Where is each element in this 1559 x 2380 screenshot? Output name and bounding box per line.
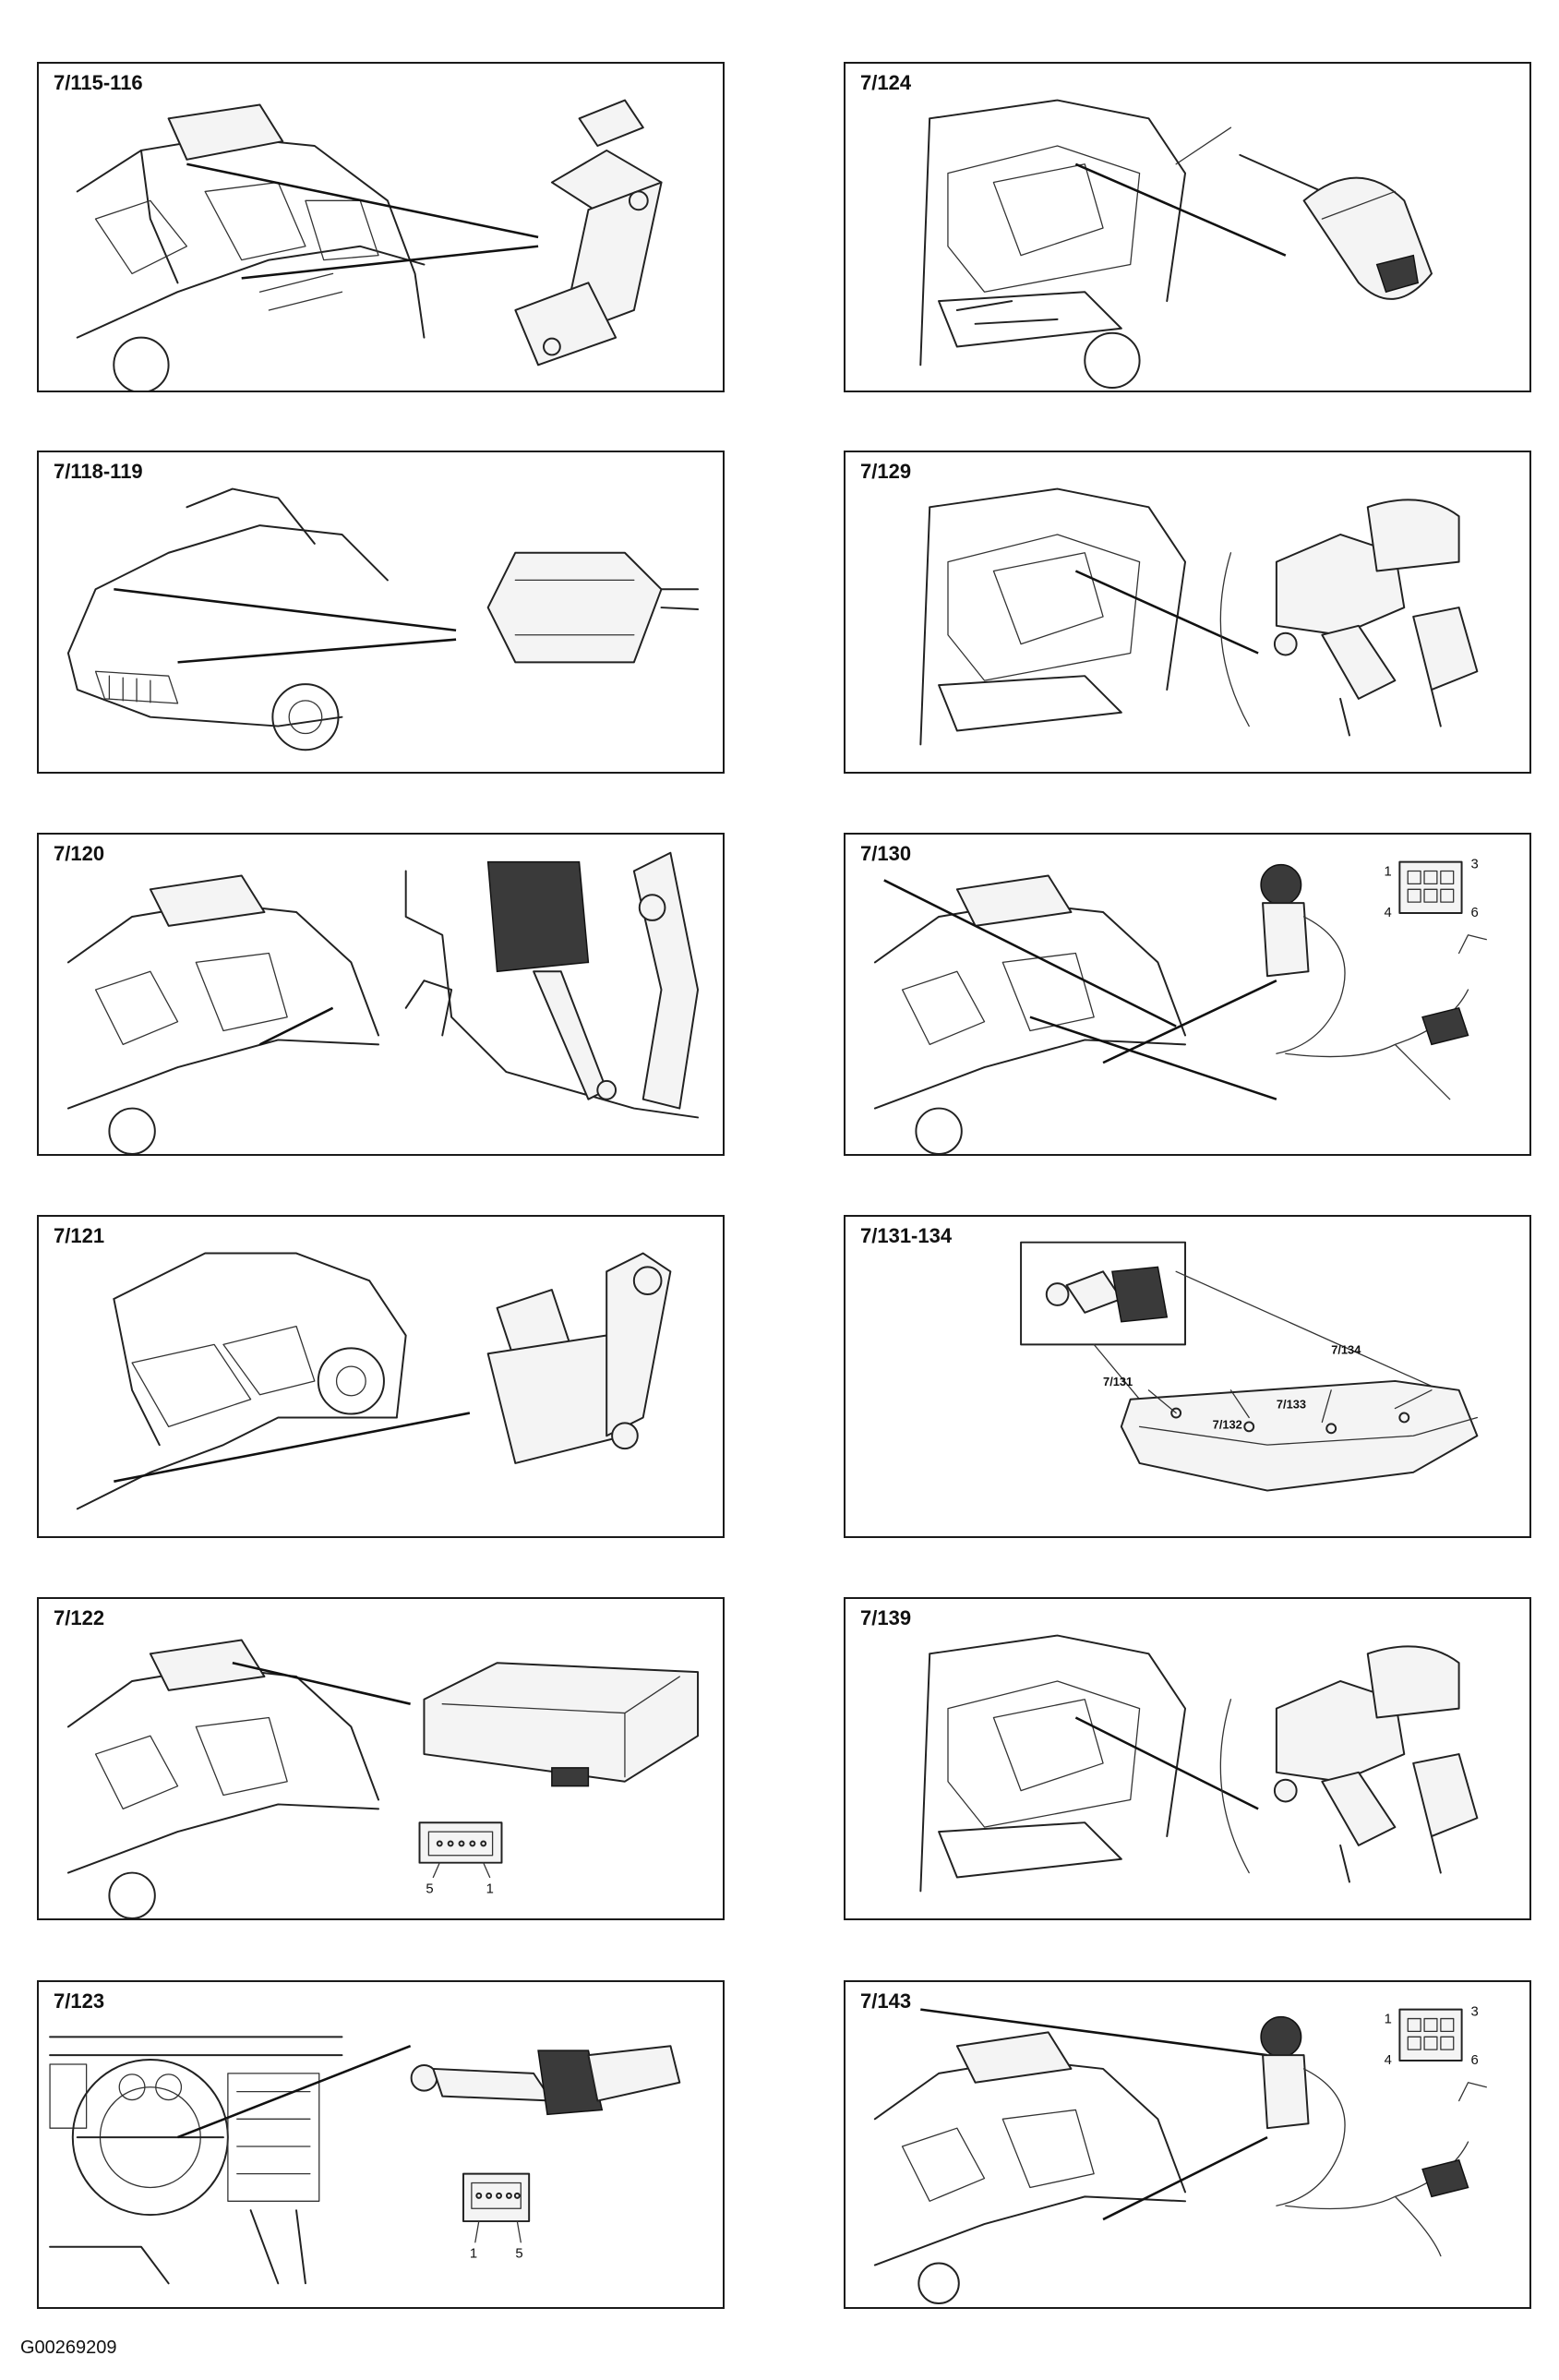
diagram-panel-7-120: 7/120 [37,833,725,1156]
brake-master-cylinder-icon [1219,499,1479,737]
parking-sensor-icon [1045,1266,1169,1323]
panel-label: 7/130 [858,842,914,866]
rear-bumper-icon [1120,1379,1479,1492]
car-front-module-illustration [66,487,700,751]
pin-label: 6 [1471,2053,1479,2068]
engine-bay-brake-illustration [919,487,1479,746]
pin-label: 1 [486,1881,494,1896]
sensor-callout: 7/134 [1331,1342,1361,1356]
pin-label: 3 [1471,2005,1479,2020]
panel-label: 7/129 [858,460,914,484]
pin-label: 3 [1470,858,1478,872]
control-module-icon [423,1662,700,1787]
car-interior-sensor-illustration [76,99,663,391]
pin-label: 5 [426,1881,433,1896]
pin-label: 4 [1385,906,1392,920]
dashboard-steering-sensor-illustration: 1 5 [49,2036,681,2285]
sensor-callout: 7/131 [1103,1375,1133,1388]
diagram-panel-7-143: 7/143 1 3 4 6 [844,1980,1531,2309]
panel-label: 7/122 [52,1606,107,1630]
sensor-callout: 7/133 [1277,1398,1306,1412]
diagram-panel-7-118-119: 7/118-119 [37,451,725,774]
sensor-callout: 7/132 [1213,1417,1242,1431]
connector-6-pin-icon: 1 3 4 6 [1385,858,1479,920]
panel-label: 7/118-119 [52,460,145,484]
diagram-panel-7-139: 7/139 [844,1597,1531,1920]
sensor-part-icon [514,99,663,367]
panel-label: 7/143 [858,1989,914,2013]
connector-5-pin-icon: 5 1 [418,1821,503,1896]
fuel-pump-icon [1260,863,1487,1100]
engine-bay-brake-illustration [919,1634,1479,1893]
figure-code: G00269209 [20,2338,117,2358]
panel-label: 7/123 [52,1989,107,2013]
panel-label: 7/121 [52,1224,107,1248]
panel-label: 7/115-116 [52,71,145,95]
pin-label: 1 [470,2247,477,2262]
car-fuel-pump-illustration: 1 3 4 6 [873,2005,1487,2305]
engine-bay-sensor-illustration [919,99,1433,390]
diagram-panel-7-121: 7/121 [37,1215,725,1538]
pressure-sensor-icon [1239,153,1433,300]
panel-label: 7/120 [52,842,107,866]
panel-label: 7/139 [858,1606,914,1630]
pin-label: 5 [515,2247,522,2262]
pin-label: 1 [1385,864,1392,879]
car-fuel-pump-illustration: 1 3 4 6 [873,858,1487,1154]
rear-level-sensor-icon [486,1252,672,1464]
connector-5-pin-icon: 1 5 [462,2172,531,2262]
car-rear-level-sensor-illustration [76,1252,672,1510]
brake-master-cylinder-icon [1219,1645,1479,1883]
car-module-connector-illustration: 5 1 [66,1639,700,1918]
connector-6-pin-icon: 1 3 4 6 [1385,2005,1479,2068]
rear-bumper-sensors-illustration: 7/131 7/132 7/133 7/134 [1020,1241,1479,1492]
level-sensor-icon [486,851,700,1110]
control-module-icon [486,551,700,664]
diagram-panel-7-124: 7/124 [844,62,1531,392]
diagram-panel-7-129: 7/129 [844,451,1531,774]
diagram-panel-7-122: 7/122 5 1 [37,1597,725,1920]
panel-label: 7/131-134 [858,1224,954,1248]
diagram-panel-7-123: 7/123 1 5 [37,1980,725,2309]
pin-label: 1 [1385,2012,1392,2026]
fuel-pump-icon [1260,2015,1487,2257]
diagram-panel-7-115-116: 7/115-116 [37,62,725,392]
pin-label: 4 [1385,2053,1392,2068]
panel-label: 7/124 [858,71,914,95]
car-level-sensor-illustration [66,851,700,1154]
steering-angle-sensor-icon [410,2045,681,2116]
pin-label: 6 [1470,906,1478,920]
diagram-panel-7-130: 7/130 1 3 4 6 [844,833,1531,1156]
diagram-panel-7-131-134: 7/131-134 7/131 7/132 7/133 7/134 [844,1215,1531,1538]
